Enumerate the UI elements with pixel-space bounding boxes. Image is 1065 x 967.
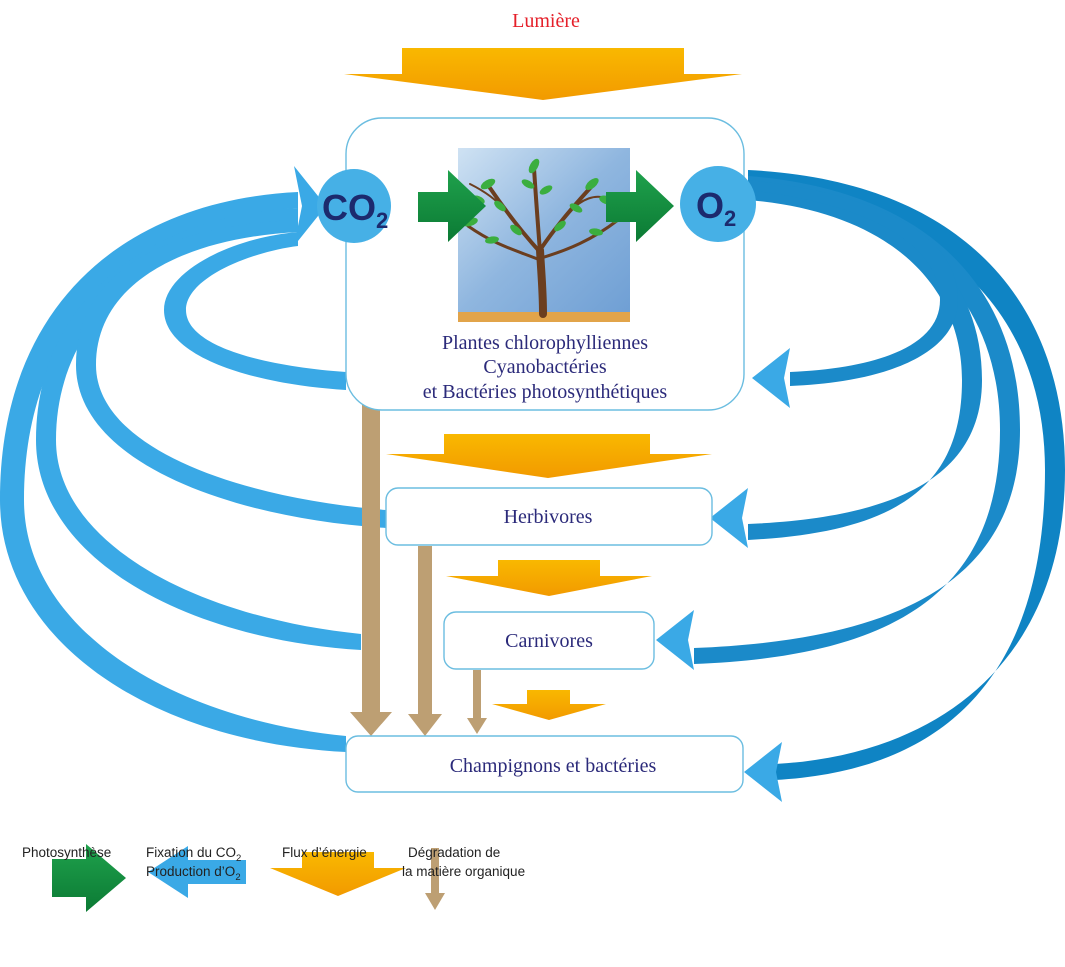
energy-arrow-producers-herbivores (386, 434, 712, 478)
photosynthesis-arrow-o2 (606, 170, 674, 242)
carnivores-label: Carnivores (505, 630, 593, 652)
co2-return-arc-producers (164, 232, 346, 390)
decomposers-box (345, 735, 744, 793)
legend-degradation-line-2: la matière organique (402, 864, 525, 879)
diagram-title: Lumière (512, 10, 580, 32)
legend-production-o2-sub: 2 (235, 872, 240, 883)
co2-base: CO (322, 187, 376, 228)
carnivores-box (443, 611, 655, 670)
svg-text:O2: O2 (696, 185, 736, 231)
legend-fixation-co2-base: Fixation du CO (146, 845, 236, 860)
o2-base: O (696, 185, 724, 226)
o2-arrowhead-carnivores (656, 610, 694, 670)
o2-arc-decomposers (748, 170, 1065, 780)
legend-fixation-line-1: Fixation du CO2 (146, 845, 241, 864)
producers-label-line-1: Plantes chlorophylliennes (442, 332, 648, 354)
green-arrow-icon (52, 844, 126, 912)
energy-arrow-herbivores-carnivores (446, 560, 652, 596)
energy-arrow-light (344, 48, 742, 100)
producers-label-line-2: Cyanobactéries (483, 356, 606, 378)
photosynthesis-arrow-co2 (418, 170, 486, 242)
degradation-arrow-carnivores (467, 670, 487, 734)
co2-return-arrows (0, 166, 386, 752)
energy-arrow-carnivores-decomposers (492, 690, 606, 720)
brown-arrow-icon (425, 848, 445, 910)
degradation-arrow-herbivores (408, 546, 442, 736)
co2-return-arc-herbivores (76, 220, 386, 528)
legend-fixation-co2-sub: 2 (236, 853, 241, 864)
co2-arrowhead (294, 166, 326, 246)
tree-icon (458, 148, 630, 322)
decomposers-label: Champignons et bactéries (450, 755, 657, 777)
co2-molecule: CO2 (317, 169, 391, 243)
legend-photosynthesis-label: Photosynthèse (22, 845, 111, 860)
svg-text:CO2: CO2 (322, 187, 388, 233)
degradation-arrow-producers (350, 398, 392, 736)
legend-energy-label: Flux d’énergie (282, 845, 367, 860)
legend: Photosynthèse Fixation du CO2 Production… (22, 844, 525, 912)
herbivores-box (385, 487, 713, 546)
energy-flow-arrows (344, 48, 742, 720)
o2-arrowhead-decomposers (744, 742, 782, 802)
co2-subscript: 2 (376, 208, 388, 233)
blue-arrow-icon (148, 846, 246, 898)
degradation-arrows (350, 398, 487, 736)
producers-label-line-3: et Bactéries photosynthétiques (423, 381, 668, 403)
legend-degradation-line-1: Dégradation de (408, 845, 500, 860)
o2-subscript: 2 (724, 206, 736, 231)
o2-distribution-arrows (656, 170, 1065, 802)
o2-arc-herbivores (748, 182, 982, 540)
o2-arrowhead-producers (752, 348, 790, 408)
o2-arc-producers (748, 180, 958, 386)
legend-production-o2-base: Production d’O (146, 864, 235, 879)
legend-fixation-line-2: Production d’O2 (146, 864, 241, 883)
energy-arrow-icon (270, 852, 406, 896)
herbivores-label: Herbivores (504, 506, 593, 528)
o2-molecule: O2 (680, 166, 756, 242)
o2-arrowhead-herbivores (710, 488, 748, 548)
